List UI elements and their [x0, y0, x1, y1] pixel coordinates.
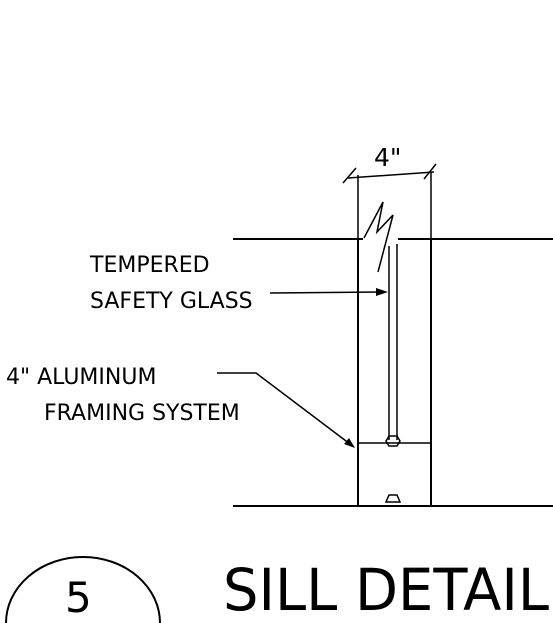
glass-label-line2: SAFETY GLASS	[90, 289, 253, 314]
dimension-annotation: 4"	[342, 143, 437, 240]
detail-bubble: 5	[5, 556, 161, 623]
dimension-tick-left	[342, 167, 357, 184]
framing-label-line1: 4" ALUMINUM	[6, 365, 156, 390]
framing-label-line2: FRAMING SYSTEM	[44, 401, 240, 426]
framing-leader-arrow	[344, 438, 355, 448]
dimension-line	[347, 171, 435, 179]
dimension-tick-right	[423, 163, 437, 180]
sill-anchor-block	[384, 494, 402, 503]
detail-number: 5	[65, 573, 92, 622]
framing-leader	[217, 372, 355, 448]
framing-leader-line	[217, 372, 351, 445]
glass-leader-line	[269, 291, 386, 294]
detail-bubble-arc	[5, 556, 161, 623]
glass-setting-block	[385, 435, 401, 447]
glass-pane	[385, 244, 401, 447]
break-symbol	[363, 201, 394, 273]
dimension-label: 4"	[374, 143, 401, 172]
glass-leader-arrow	[376, 288, 388, 296]
aluminum-frame	[357, 239, 432, 506]
detail-title: SILL DETAIL	[223, 556, 549, 623]
glass-leader	[269, 288, 388, 296]
glass-label-line1: TEMPERED	[89, 253, 210, 278]
